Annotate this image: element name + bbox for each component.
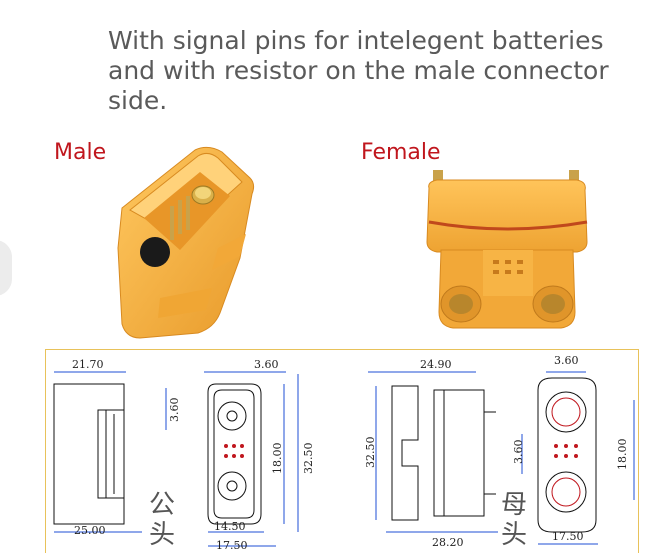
male-label: Male xyxy=(54,140,107,165)
female-face-width: 17.50 xyxy=(552,530,584,543)
male-connector-image xyxy=(117,146,255,339)
female-chinese-label-2: 头 xyxy=(501,520,527,550)
male-side-pin: 3.60 xyxy=(168,398,181,423)
male-top-width: 21.70 xyxy=(72,358,104,371)
male-face-width-inner: 14.50 xyxy=(214,520,246,533)
headline-line-3: side. xyxy=(108,86,168,115)
female-body-height: 32.50 xyxy=(364,437,377,469)
headline-line-2: and with resistor on the male connector xyxy=(108,56,609,85)
male-chinese-label-1: 公 xyxy=(149,490,175,520)
male-chinese-label-2: 头 xyxy=(149,520,175,550)
female-connector-image xyxy=(426,170,588,329)
female-label: Female xyxy=(361,140,441,165)
male-face-width-outer: 17.50 xyxy=(216,539,248,552)
headline-line-1: With signal pins for intelegent batterie… xyxy=(108,26,604,55)
female-chinese-label-1: 母 xyxy=(501,490,527,520)
female-height-inner: 18.00 xyxy=(616,439,629,471)
male-height-outer: 32.50 xyxy=(302,443,315,475)
female-side-pin: 3.60 xyxy=(512,440,525,465)
female-bottom-width: 28.20 xyxy=(432,536,464,549)
male-top-pin-gap: 3.60 xyxy=(254,358,279,371)
dimension-drawing-svg: 21.70 3.60 3.60 18.00 32.50 25.00 14.50 … xyxy=(53,354,635,552)
male-height-inner: 18.00 xyxy=(271,443,284,475)
headline: With signal pins for intelegent batterie… xyxy=(108,26,628,116)
female-top-width: 24.90 xyxy=(420,358,452,371)
side-scroll-tab[interactable] xyxy=(0,240,12,296)
female-top-pin-gap: 3.60 xyxy=(554,354,579,367)
male-bottom-width: 25.00 xyxy=(74,524,106,537)
dimension-drawing: 21.70 3.60 3.60 18.00 32.50 25.00 14.50 … xyxy=(45,349,639,553)
